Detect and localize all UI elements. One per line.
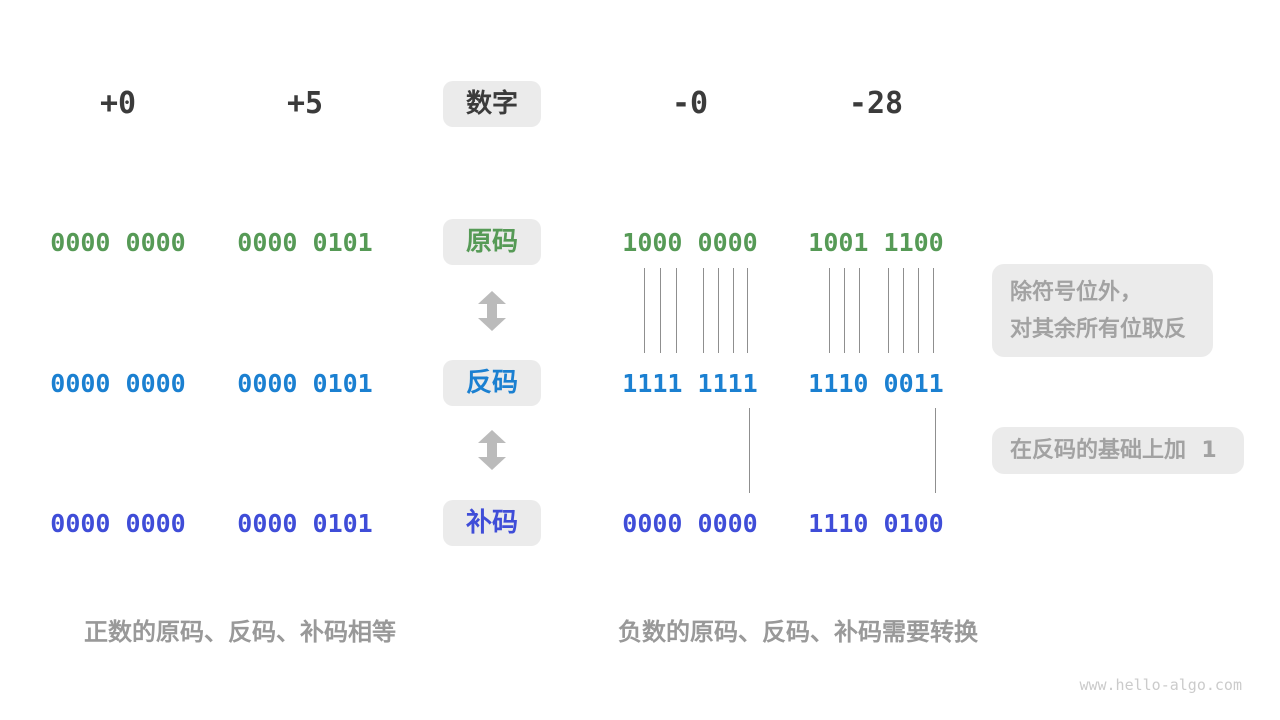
binary-value: 1000 0000 bbox=[622, 228, 758, 257]
annotation-text: 对其余所有位取反 bbox=[1010, 317, 1187, 342]
bit-connector-line bbox=[933, 268, 934, 353]
bit-connector-line bbox=[829, 268, 830, 353]
bit-connector-line bbox=[844, 268, 845, 353]
number-plus-zero: +0 bbox=[99, 86, 137, 121]
bit-connector-line bbox=[644, 268, 645, 353]
label-box-sign-magnitude: 原码 bbox=[443, 219, 541, 265]
binary-value: 1001 1100 bbox=[808, 228, 944, 257]
binary-value: 0000 0000 bbox=[50, 369, 186, 398]
label-box-ones-complement: 反码 bbox=[443, 360, 541, 406]
binary-value: 1110 0011 bbox=[808, 369, 944, 398]
bit-connector-line bbox=[660, 268, 661, 353]
bit-connector-line bbox=[859, 268, 860, 353]
annotation-add-one: 在反码的基础上加 1 bbox=[992, 427, 1244, 474]
bit-connector-line bbox=[749, 408, 750, 493]
number-minus-28: -28 bbox=[848, 86, 904, 121]
number-plus-five: +5 bbox=[286, 86, 324, 121]
bit-connector-line bbox=[703, 268, 704, 353]
caption-positive-numbers: 正数的原码、反码、补码相等 bbox=[84, 618, 396, 646]
bit-connector-line bbox=[718, 268, 719, 353]
bit-connector-line bbox=[935, 408, 936, 493]
label-box-number: 数字 bbox=[443, 81, 541, 127]
annotation-text: 除符号位外， bbox=[1010, 280, 1143, 305]
annotation-invert-bits: 除符号位外， 对其余所有位取反 bbox=[992, 264, 1213, 357]
binary-value: 0000 0101 bbox=[237, 228, 373, 257]
binary-value: 0000 0101 bbox=[237, 369, 373, 398]
number-minus-zero: -0 bbox=[671, 86, 709, 121]
up-down-arrow-icon bbox=[478, 291, 506, 331]
binary-value: 0000 0000 bbox=[622, 509, 758, 538]
binary-value: 1111 1111 bbox=[622, 369, 758, 398]
binary-value: 0000 0000 bbox=[50, 228, 186, 257]
binary-value: 0000 0101 bbox=[237, 509, 373, 538]
caption-negative-numbers: 负数的原码、反码、补码需要转换 bbox=[618, 618, 978, 646]
bit-connector-line bbox=[918, 268, 919, 353]
up-down-arrow-icon bbox=[478, 430, 506, 470]
label-box-twos-complement: 补码 bbox=[443, 500, 541, 546]
binary-value: 1110 0100 bbox=[808, 509, 944, 538]
watermark-url: www.hello-algo.com bbox=[1079, 676, 1242, 694]
bit-connector-line bbox=[747, 268, 748, 353]
binary-value: 0000 0000 bbox=[50, 509, 186, 538]
bit-connector-line bbox=[733, 268, 734, 353]
bit-connector-line bbox=[888, 268, 889, 353]
bit-connector-line bbox=[903, 268, 904, 353]
bit-connector-line bbox=[676, 268, 677, 353]
